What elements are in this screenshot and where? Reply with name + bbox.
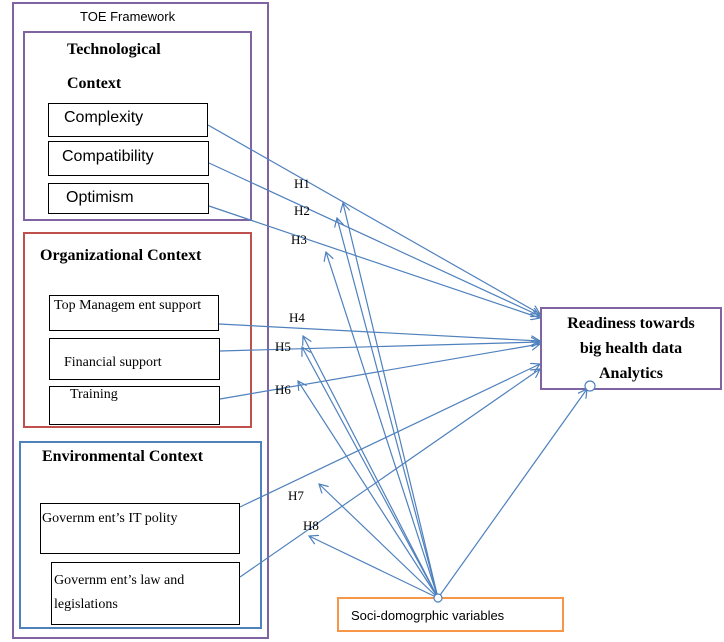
compatibility-label: Compatibility: [62, 148, 154, 165]
government-it-polity-box: Governm ent’s IT polity: [40, 503, 240, 554]
organizational-context-title: Organizational Context: [40, 247, 202, 264]
arrow-optimism: [208, 205, 540, 318]
socio-demographic-label: Soci-domogrphic variables: [351, 608, 505, 623]
organizational-context-box: [23, 232, 252, 428]
arrow-government-it: [239, 364, 540, 508]
hypothesis-label-h1: H1: [294, 176, 310, 191]
financial-support-label: Financial support: [64, 355, 162, 370]
moderation-arrow-h7: [319, 484, 439, 599]
arrow-government-law: [239, 369, 540, 578]
complexity-box: Complexity: [48, 103, 208, 137]
financial-support-box: Financial support: [49, 338, 220, 380]
technological-context-title-line1: Technological: [67, 41, 161, 58]
readiness-line2: big health data: [579, 340, 683, 357]
toe-framework-box: [12, 2, 269, 639]
top-management-support-label: Top Managem ent support: [54, 298, 202, 313]
moderation-arrow-h2: [337, 218, 439, 599]
hypothesis-label-h8: H8: [303, 518, 319, 533]
hypothesis-label-h5: H5: [275, 339, 291, 354]
hypothesis-label-h3: H3: [291, 232, 307, 247]
training-box: Training: [49, 386, 220, 425]
environmental-context-box: [19, 441, 262, 629]
moderation-arrow-h6: [298, 381, 439, 599]
hypothesis-label-h6: H6: [275, 382, 291, 397]
moderation-arrow-outcome: [437, 389, 587, 599]
arrow-compatibility: [208, 162, 540, 316]
readiness-line1: Readiness towards: [567, 315, 695, 332]
government-law-box: Governm ent’s law and legislations: [51, 562, 240, 625]
optimism-box: Optimism: [48, 183, 209, 214]
technological-context-title-line2: Context: [67, 75, 122, 92]
environmental-context-title: Environmental Context: [42, 448, 204, 465]
hypothesis-label-h4: H4: [289, 310, 305, 325]
moderation-arrow-h1: [343, 203, 439, 599]
compatibility-box: Compatibility: [48, 141, 209, 176]
technological-context-box: [23, 31, 252, 221]
moderator-node: [433, 593, 443, 603]
moderation-arrow-h4: [303, 336, 439, 599]
moderation-arrow-h5: [302, 347, 439, 599]
moderation-arrow-h8: [309, 536, 439, 599]
readiness-box: Readiness towards big health data Analyt…: [540, 307, 722, 390]
hypothesis-label-h2: H2: [294, 203, 310, 218]
outcome-node: [584, 380, 596, 392]
arrow-financial-support: [219, 342, 540, 352]
optimism-label: Optimism: [66, 189, 134, 206]
training-label: Training: [70, 387, 118, 402]
readiness-line3: Analytics: [599, 365, 663, 382]
government-it-polity-label: Governm ent’s IT polity: [42, 511, 178, 526]
complexity-label: Complexity: [64, 109, 144, 126]
arrow-training: [219, 344, 540, 400]
government-law-label: Governm ent’s law and legislations: [54, 573, 185, 612]
socio-demographic-box: Soci-domogrphic variables: [337, 597, 564, 632]
toe-framework-title: TOE Framework: [80, 9, 176, 24]
hypothesis-label-h7: H7: [288, 488, 304, 503]
top-management-support-box: Top Managem ent support: [49, 295, 219, 331]
arrow-top-management: [218, 323, 540, 341]
arrow-complexity: [207, 124, 540, 314]
moderation-arrow-h3: [326, 252, 439, 599]
